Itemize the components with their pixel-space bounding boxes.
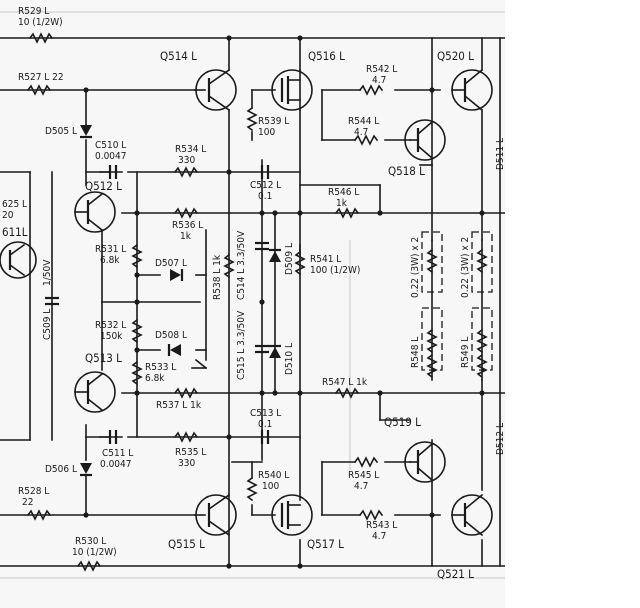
label-r528: R528 L bbox=[18, 486, 49, 497]
label-d505: D505 L bbox=[45, 126, 77, 137]
label-c514: C514 L 3.3/50V bbox=[236, 230, 247, 300]
label-q513: Q513 L bbox=[85, 351, 122, 365]
label-r527: R527 L 22 bbox=[18, 72, 64, 83]
component-labels: R529 L 10 (1/2W) R527 L 22 D505 L C510 L… bbox=[2, 6, 505, 581]
schematic-sheet: R529 L 10 (1/2W) R527 L 22 D505 L C510 L… bbox=[0, 6, 505, 581]
label-r530-value: 10 (1/2W) bbox=[72, 547, 117, 558]
label-r533-value: 6.8k bbox=[145, 373, 165, 384]
label-r539: R539 L bbox=[258, 116, 289, 127]
label-r540: R540 L bbox=[258, 470, 289, 481]
label-r549-value: 0.22 (3W) x 2 bbox=[460, 237, 471, 298]
label-c509-value: 1/50V bbox=[42, 259, 53, 286]
label-r538: R538 L 1k bbox=[212, 254, 223, 300]
label-r531: R531 L bbox=[95, 244, 126, 255]
label-r532: R532 L bbox=[95, 320, 126, 331]
label-d507: D507 L bbox=[155, 258, 187, 269]
label-q519: Q519 L bbox=[384, 415, 421, 429]
label-q514: Q514 L bbox=[160, 49, 197, 63]
background-grid bbox=[0, 11, 505, 579]
label-r535-value: 330 bbox=[178, 458, 195, 469]
label-r534-value: 330 bbox=[178, 155, 195, 166]
resistors-vertical bbox=[131, 106, 488, 502]
capacitors bbox=[45, 165, 270, 444]
label-r525-value: 20 bbox=[2, 210, 14, 221]
label-q512: Q512 L bbox=[85, 179, 122, 193]
label-d506: D506 L bbox=[45, 464, 77, 475]
amplifier-schematic: R529 L 10 (1/2W) R527 L 22 D505 L C510 L… bbox=[0, 6, 505, 581]
label-d511: D511 L bbox=[495, 138, 505, 170]
label-c511: C511 L bbox=[102, 448, 133, 459]
label-c510-value: 0.0047 bbox=[95, 151, 126, 162]
resistors-horizontal bbox=[26, 32, 384, 572]
label-r541-value: 100 (1/2W) bbox=[310, 265, 360, 276]
label-r525: 625 L bbox=[2, 199, 27, 210]
label-r539-value: 100 bbox=[258, 127, 275, 138]
label-r537: R537 L 1k bbox=[156, 400, 202, 411]
label-c513-value: 0.1 bbox=[258, 419, 272, 430]
label-q516: Q516 L bbox=[308, 49, 345, 63]
transistors bbox=[0, 68, 493, 537]
label-r529-value: 10 (1/2W) bbox=[18, 17, 63, 28]
label-r547: R547 L 1k bbox=[322, 377, 368, 388]
diodes bbox=[80, 125, 281, 477]
label-r542-value: 4.7 bbox=[372, 75, 386, 86]
label-c512: C512 L bbox=[250, 180, 281, 191]
label-d512: D512 L bbox=[495, 423, 505, 455]
label-r545-value: 4.7 bbox=[354, 481, 368, 492]
label-r546: R546 L bbox=[328, 187, 359, 198]
resistor-pack-outlines bbox=[421, 231, 493, 371]
label-r546-value: 1k bbox=[336, 198, 348, 209]
label-c509: C509 L bbox=[42, 309, 53, 340]
label-r529: R529 L bbox=[18, 6, 49, 17]
label-d510: D510 L bbox=[284, 343, 295, 375]
label-r549: R549 L bbox=[460, 337, 471, 368]
label-r545: R545 L bbox=[348, 470, 379, 481]
label-r528-value: 22 bbox=[22, 497, 33, 508]
label-c512-value: 0.1 bbox=[258, 191, 272, 202]
label-r548-value: 0.22 (3W) x 2 bbox=[410, 237, 421, 298]
label-r541: R541 L bbox=[310, 254, 341, 265]
label-q521: Q521 L bbox=[437, 567, 474, 581]
label-c511-value: 0.0047 bbox=[100, 459, 131, 470]
label-r543-value: 4.7 bbox=[372, 531, 386, 542]
label-r540-value: 100 bbox=[262, 481, 279, 492]
junctions bbox=[83, 35, 485, 569]
label-c515: C515 L 3.3/50V bbox=[236, 310, 247, 380]
label-r542: R542 L bbox=[366, 64, 397, 75]
label-r535: R535 L bbox=[175, 447, 206, 458]
label-q517: Q517 L bbox=[307, 537, 344, 551]
label-r530: R530 L bbox=[75, 536, 106, 547]
label-r544: R544 L bbox=[348, 116, 379, 127]
label-c513: C513 L bbox=[250, 408, 281, 419]
label-r548: R548 L bbox=[410, 337, 421, 368]
label-q515: Q515 L bbox=[168, 537, 205, 551]
label-r531-value: 6.8k bbox=[100, 255, 120, 266]
label-r536-value: 1k bbox=[180, 231, 192, 242]
label-c510: C510 L bbox=[95, 140, 126, 151]
label-d508: D508 L bbox=[155, 330, 187, 341]
label-r534: R534 L bbox=[175, 144, 206, 155]
label-r532-value: 150k bbox=[100, 331, 123, 342]
label-q520: Q520 L bbox=[437, 49, 474, 63]
label-d509: D509 L bbox=[284, 243, 295, 275]
label-r543: R543 L bbox=[366, 520, 397, 531]
label-q518: Q518 L bbox=[388, 164, 425, 178]
label-q511: 611L bbox=[2, 225, 28, 239]
label-r533: R533 L bbox=[145, 362, 176, 373]
label-r536: R536 L bbox=[172, 220, 203, 231]
label-r544-value: 4.7 bbox=[354, 127, 368, 138]
wiring bbox=[0, 37, 505, 567]
